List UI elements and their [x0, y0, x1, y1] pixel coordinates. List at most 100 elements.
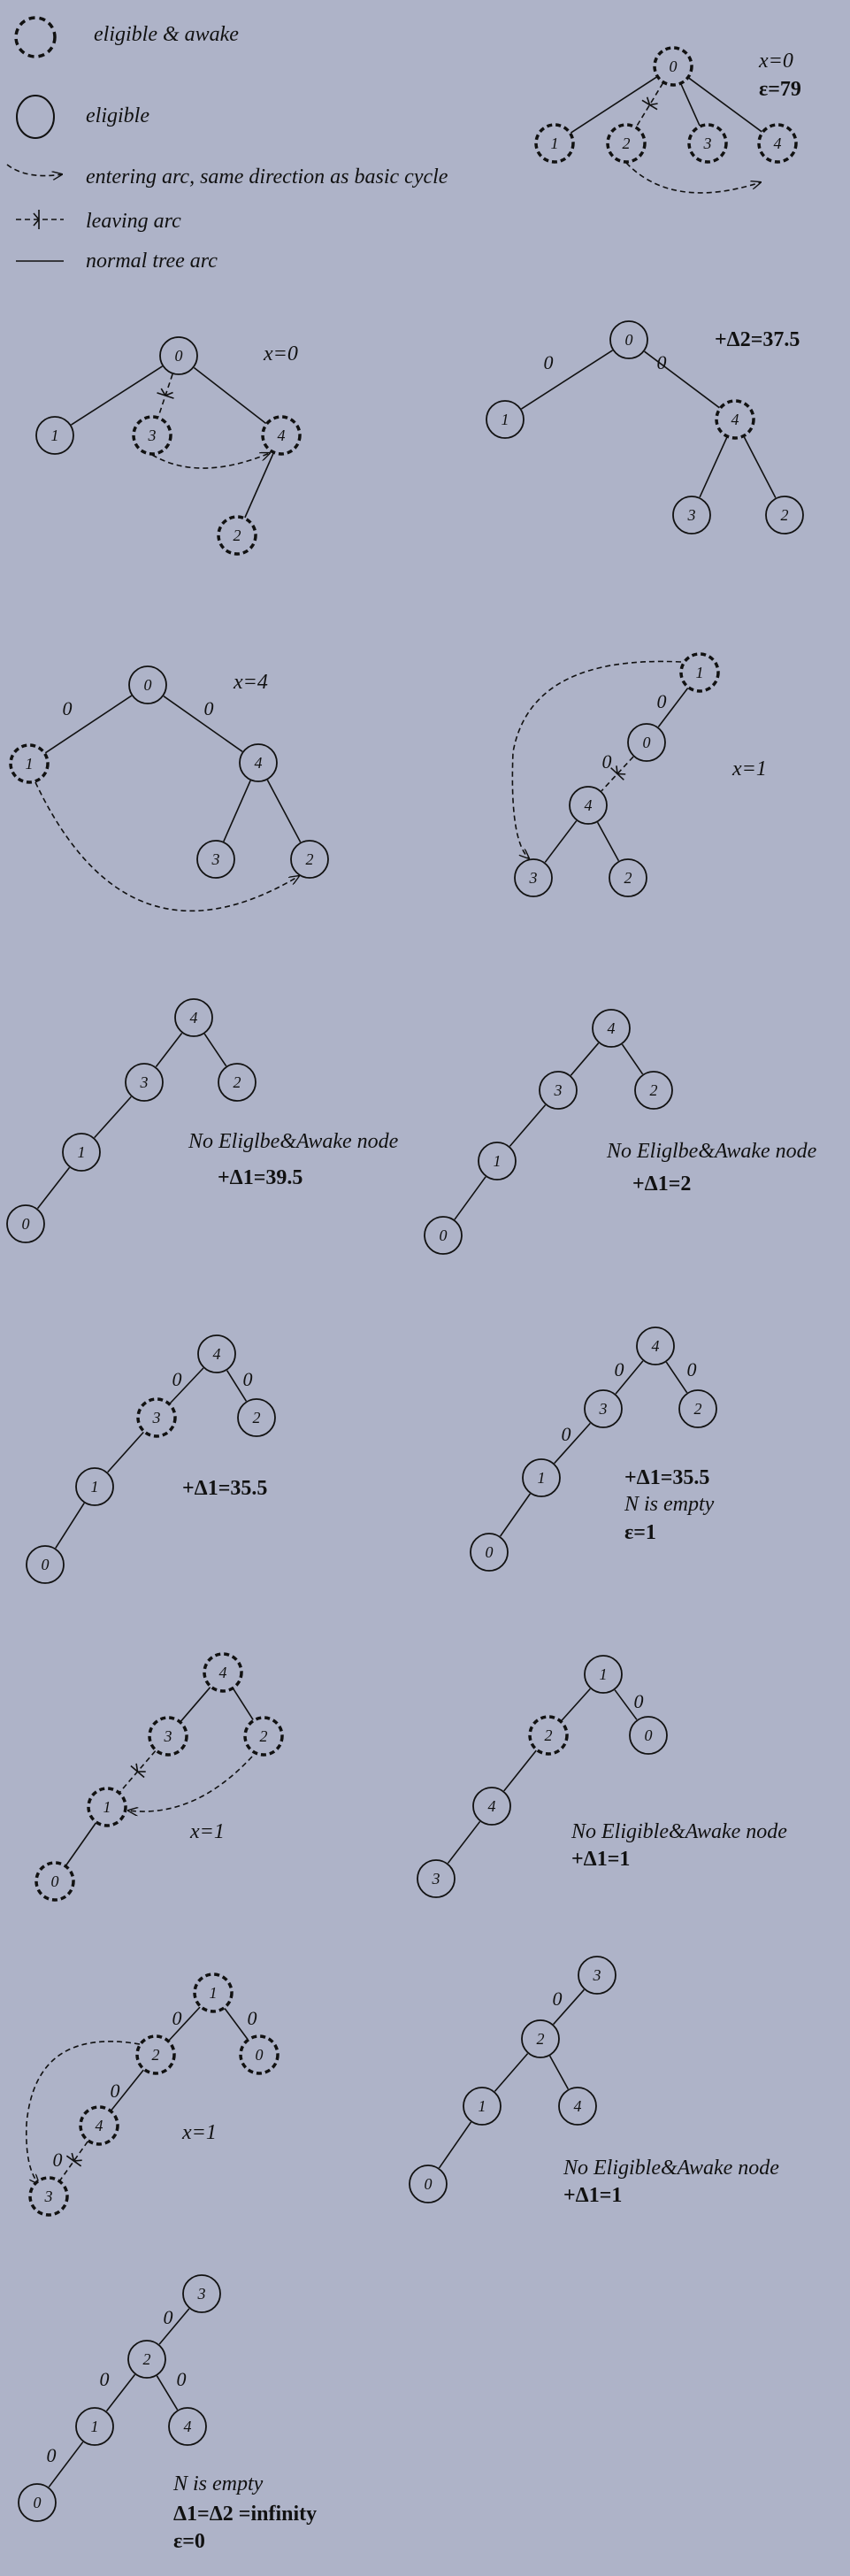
- eligible-node: [629, 1716, 668, 1755]
- tree-arc: [561, 1688, 591, 1722]
- eligible-node: [627, 723, 666, 762]
- legend-item-leaving-arc: leaving arc: [16, 210, 181, 233]
- edge-label: 0: [164, 2306, 173, 2328]
- node-label: 2: [781, 506, 789, 524]
- node-label: 4: [585, 796, 593, 814]
- panel-annotation: +Δ1=1: [563, 2184, 622, 2207]
- node-label: 2: [306, 850, 314, 868]
- node-label: 1: [78, 1143, 86, 1161]
- tree-arc: [548, 2055, 570, 2090]
- node-label: 1: [210, 1984, 218, 2002]
- node-label: 4: [278, 427, 286, 444]
- tree-arc: [615, 1360, 644, 1395]
- eligible-awake-node: [34, 1861, 75, 1902]
- eligible-awake-node: [243, 1716, 284, 1757]
- node-label: 3: [687, 506, 696, 524]
- node-1: 1: [584, 1655, 623, 1694]
- panel-annotation: x=0: [758, 50, 793, 73]
- panel-annotation: No Eligible&Awake node: [563, 2157, 779, 2180]
- eligible-node: [26, 1545, 65, 1584]
- node-label: 2: [260, 1727, 268, 1745]
- eligible-node: [592, 1009, 631, 1048]
- eligible-node: [558, 2087, 597, 2126]
- node-2: 2: [765, 496, 804, 534]
- node-0: 0: [18, 2483, 57, 2522]
- node-2: 2: [678, 1389, 717, 1428]
- node-3: 3: [584, 1389, 623, 1428]
- tree-arc: [503, 1749, 537, 1792]
- eligible-node: [182, 2274, 221, 2313]
- edge-label: 0: [63, 697, 73, 719]
- eligible-node: [478, 1142, 517, 1180]
- node-label: 0: [34, 2494, 42, 2511]
- edge-label: 0: [657, 351, 667, 373]
- panel-annotation: +Δ1=35.5: [182, 1477, 267, 1500]
- eligible-node: [636, 1326, 675, 1365]
- node-1: 1: [534, 123, 575, 164]
- eligible-node: [197, 1334, 236, 1373]
- entering-arc: [511, 660, 682, 858]
- entering-arc: [34, 781, 299, 912]
- tree-arc: [509, 1104, 547, 1147]
- edge-label: 0: [172, 1368, 182, 1390]
- node-2: 2: [609, 858, 647, 897]
- node-label: 3: [164, 1727, 172, 1745]
- eligible-awake-node: [193, 1972, 234, 2013]
- panel-annotation: ε=1: [624, 1521, 656, 1544]
- node-label: 3: [529, 869, 538, 887]
- eligible-awake-node: [148, 1716, 188, 1757]
- node-1: 1: [75, 1467, 114, 1506]
- leaving-arc: [601, 756, 634, 792]
- node-label: 0: [425, 2175, 433, 2193]
- panel-annotation: +Δ1=2: [632, 1173, 691, 1196]
- node-0: 0: [609, 320, 648, 359]
- eligible-node: [539, 1071, 578, 1110]
- edge-label: 0: [615, 1358, 624, 1380]
- node-label: 0: [51, 1872, 59, 1890]
- node-label: 4: [488, 1797, 496, 1815]
- node-label: 3: [599, 1400, 608, 1418]
- tree-arc: [454, 1176, 486, 1220]
- node-label: 1: [551, 135, 559, 152]
- entering-arc: [25, 2041, 141, 2184]
- eligible-node: [463, 2087, 502, 2126]
- tree-arc: [48, 2441, 84, 2488]
- node-3: 3: [132, 415, 172, 456]
- node-label: 0: [643, 734, 651, 751]
- node-4: 4: [261, 415, 302, 456]
- eligible-awake-node: [136, 1397, 177, 1438]
- tree-arc: [226, 1370, 248, 1402]
- node-label: 3: [197, 2285, 206, 2303]
- entering-arc: [151, 453, 270, 469]
- leaving-arc-mark: [641, 96, 658, 111]
- panel-annotation: N is empty: [172, 2472, 264, 2495]
- eligible-node: [75, 1467, 114, 1506]
- tree-arc: [168, 2006, 201, 2042]
- eligible-node: [196, 840, 235, 879]
- node-label: 1: [479, 2097, 486, 2115]
- tree-arc: [657, 688, 689, 727]
- entering-arc-symbol: [6, 164, 62, 176]
- node-label: 1: [538, 1469, 546, 1487]
- entering-arc: [625, 162, 761, 194]
- eligible-awake-node: [606, 123, 647, 164]
- tree-arc: [163, 696, 243, 752]
- node-label: 3: [148, 427, 157, 444]
- node-label: 3: [703, 135, 712, 152]
- eligible-awake-node: [679, 652, 720, 693]
- node-2: 2: [528, 1715, 569, 1756]
- node-3: 3: [182, 2274, 221, 2313]
- eligible-awake-node: [653, 46, 693, 87]
- node-4: 4: [715, 399, 755, 440]
- node-4: 4: [203, 1652, 243, 1693]
- eligible-node: [128, 665, 167, 704]
- eligible-node: [584, 1655, 623, 1694]
- leaving-arc-mark: [130, 1763, 146, 1779]
